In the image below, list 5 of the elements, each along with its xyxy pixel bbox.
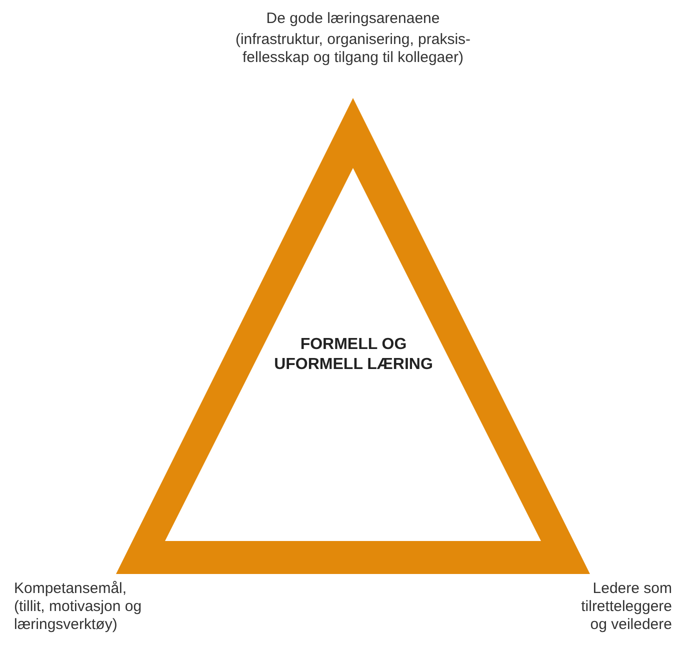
center-title: FORMELL OG UFORMELL LÆRING	[273, 335, 434, 375]
corner-description: (infrastruktur, organisering, praksis-fellesskap og tilgang til kollegaer)	[234, 31, 472, 67]
corner-heading: De gode læringsarenaene	[265, 10, 441, 28]
corner-description: Ledere som tilretteleggere og veiledere	[580, 580, 672, 634]
corner-description: Kompetansemål, (tillit, motivasjon og læringsverktøy)	[14, 580, 143, 634]
